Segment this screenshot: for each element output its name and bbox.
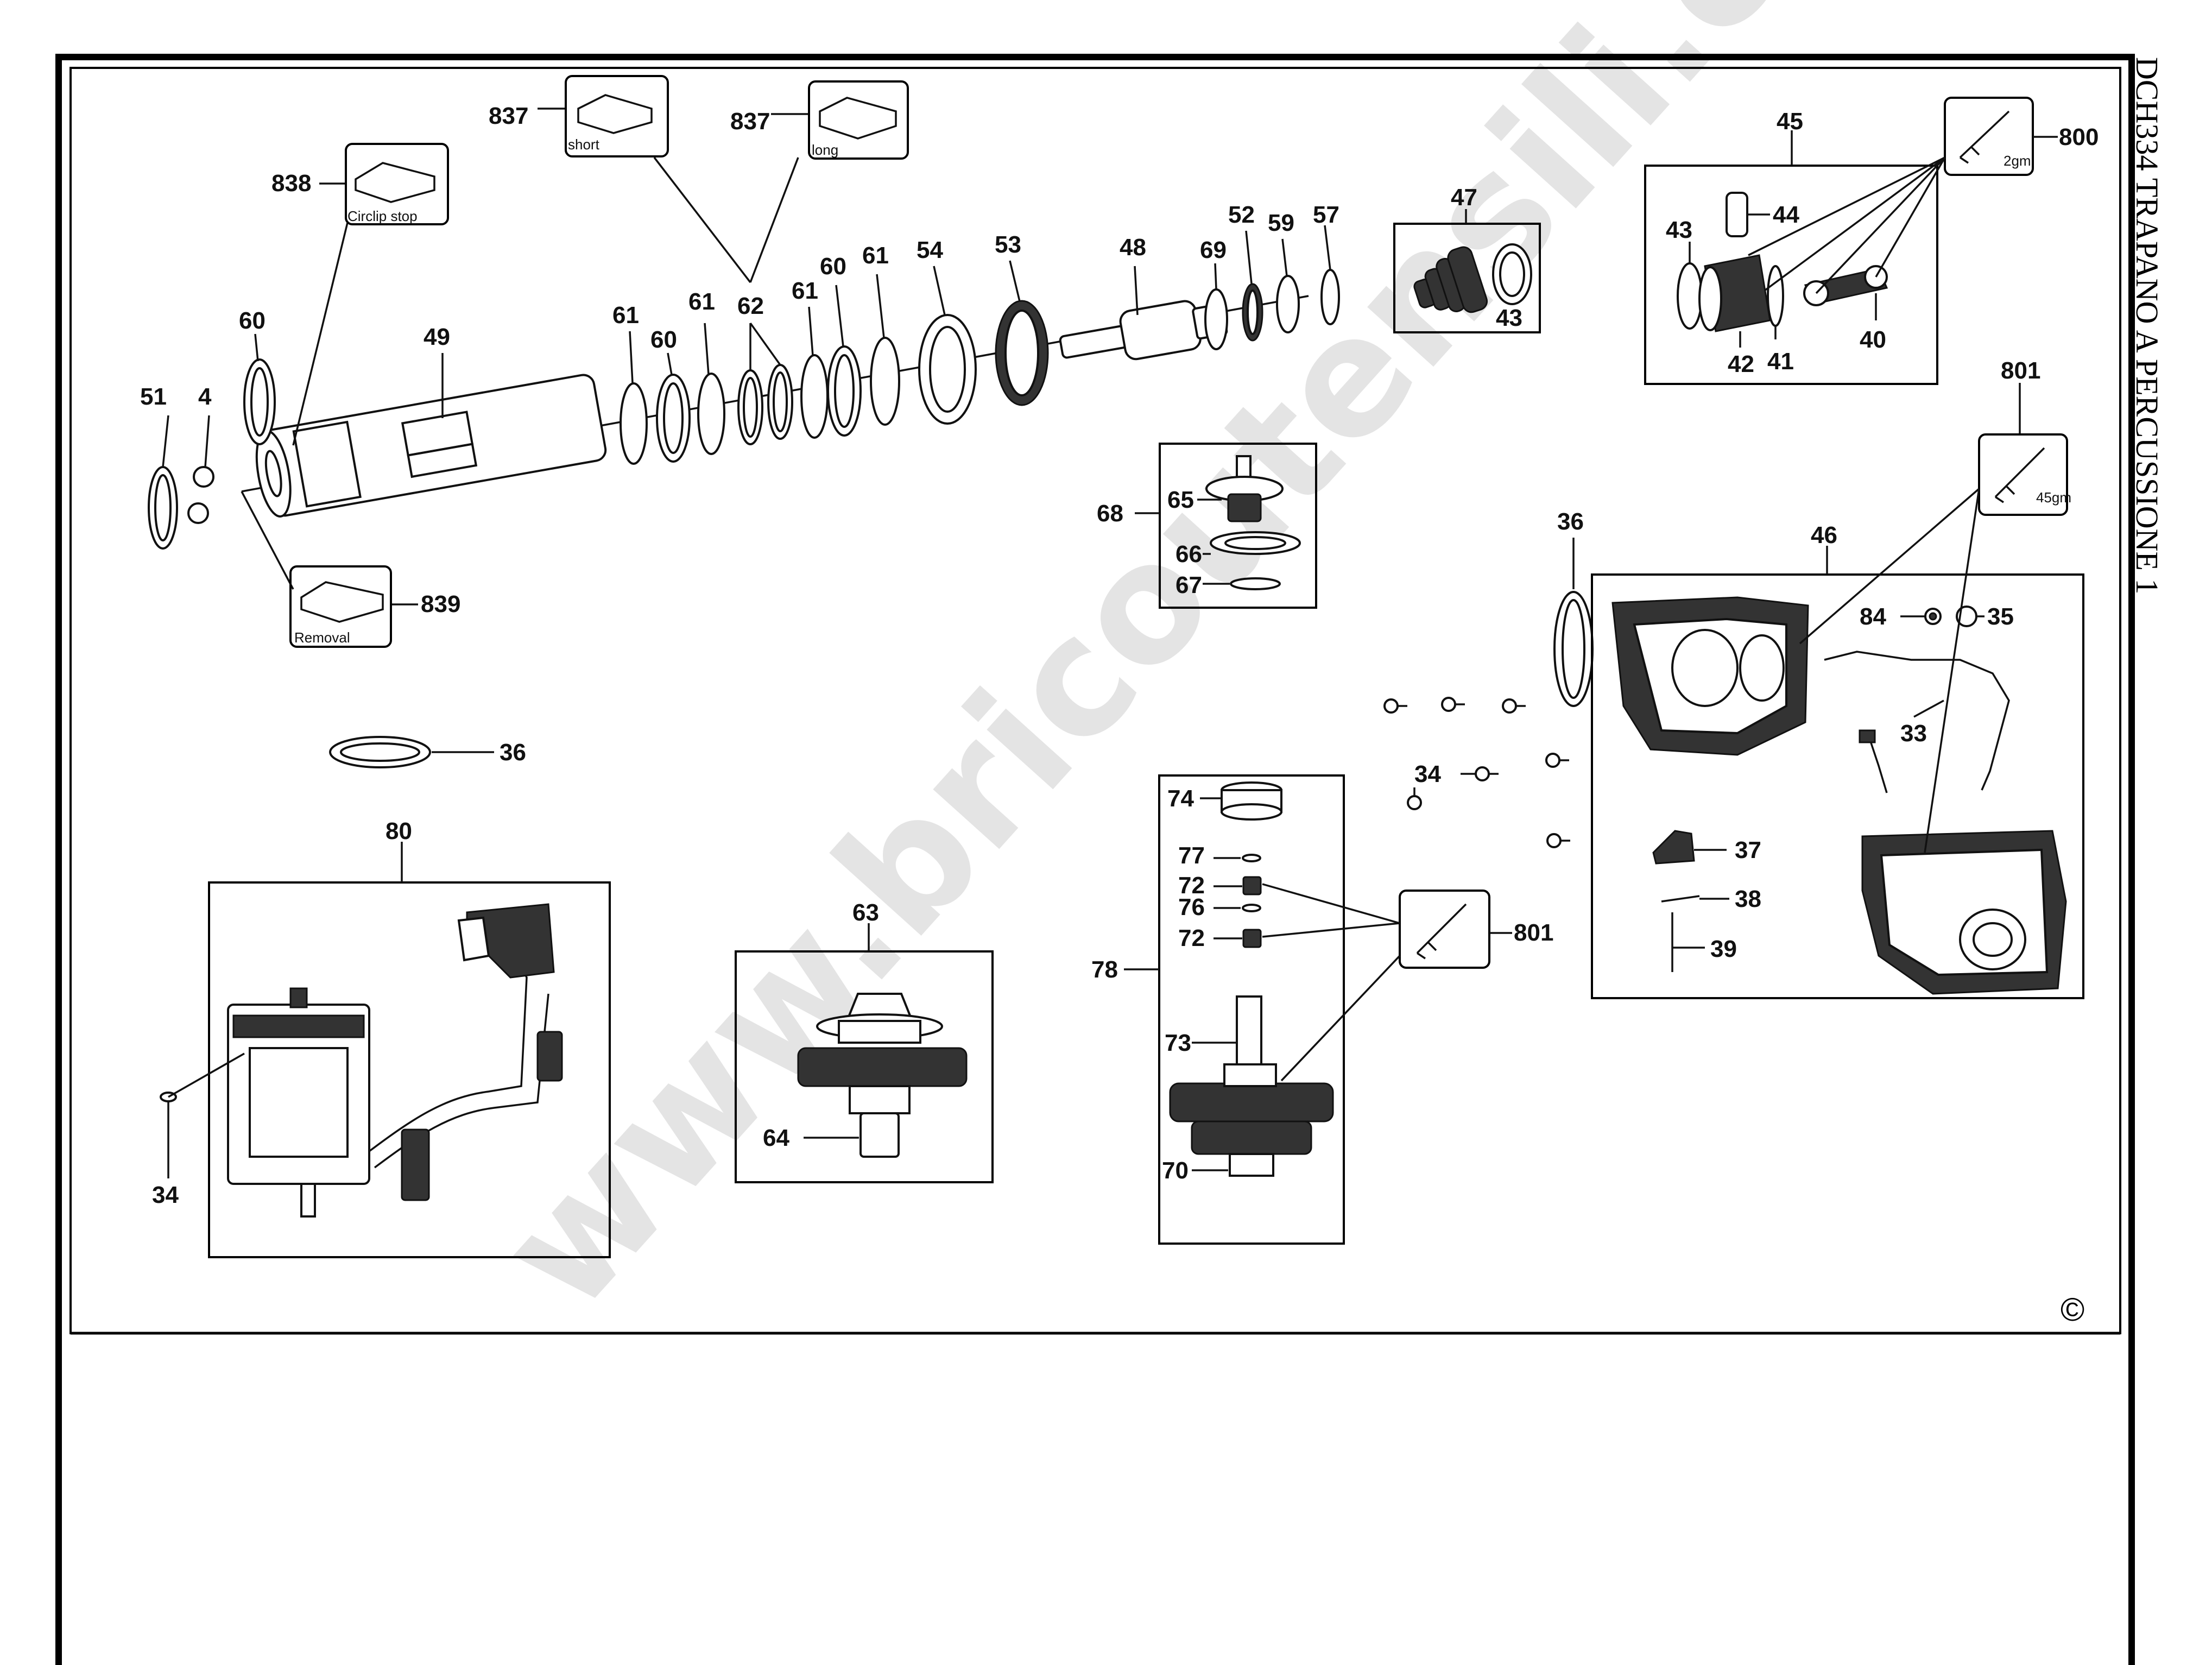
callout-33: 33 <box>1900 720 1927 747</box>
callout-801-lower: 801 <box>1514 919 1553 946</box>
callout-53: 53 <box>995 231 1021 258</box>
callout-61-d: 61 <box>862 242 889 269</box>
ring-61-d <box>870 337 900 426</box>
callout-40: 40 <box>1860 326 1886 353</box>
callout-800: 800 <box>2059 124 2099 150</box>
callout-60-b: 60 <box>650 326 677 353</box>
inset-837-short: short <box>565 75 669 157</box>
spindle-assembly <box>148 269 1340 550</box>
inset-caption: Circlip stop <box>347 208 418 224</box>
callout-65: 65 <box>1167 487 1194 513</box>
inset-801-grease-lower <box>1262 883 1512 1082</box>
callout-69: 69 <box>1200 237 1227 263</box>
side-title: DCH334 TRAPANO A PERCUSSIONE 1 <box>2129 57 2165 594</box>
callout-72-b: 72 <box>1178 925 1205 951</box>
callout-35: 35 <box>1987 603 2014 630</box>
group-68 <box>1135 443 1317 609</box>
callout-64: 64 <box>763 1125 789 1151</box>
callout-67: 67 <box>1175 572 1202 598</box>
inset-caption: Removal <box>294 629 350 646</box>
callout-34-motor: 34 <box>152 1182 179 1208</box>
callout-68: 68 <box>1097 500 1123 527</box>
group-80-motor <box>160 842 611 1258</box>
screws-34 <box>1383 697 1570 848</box>
callout-38: 38 <box>1735 886 1761 912</box>
callout-47: 47 <box>1451 184 1477 211</box>
ring-61-b <box>697 373 725 455</box>
callout-838: 838 <box>271 170 311 197</box>
inset-838-circlip-stop: Circlip stop <box>345 143 449 225</box>
callout-62: 62 <box>737 293 764 319</box>
callout-77: 77 <box>1178 842 1205 869</box>
callout-37: 37 <box>1735 837 1761 863</box>
callout-72-a: 72 <box>1178 872 1205 899</box>
callout-61-a: 61 <box>612 302 639 329</box>
callout-74: 74 <box>1167 785 1194 812</box>
group-46-housing <box>1591 546 2084 999</box>
callout-46: 46 <box>1811 522 1837 548</box>
callout-39: 39 <box>1710 936 1737 962</box>
callout-78: 78 <box>1091 956 1118 983</box>
callout-36-left: 36 <box>500 739 526 766</box>
ring-69 <box>1204 288 1228 350</box>
outer-frame <box>55 54 2135 1665</box>
callout-54: 54 <box>917 237 943 263</box>
callout-839: 839 <box>421 591 460 617</box>
callout-837-long: 837 <box>730 108 770 135</box>
group-63 <box>735 923 994 1183</box>
callout-80: 80 <box>385 818 412 844</box>
callout-36-right: 36 <box>1557 508 1584 535</box>
callout-66: 66 <box>1175 541 1202 567</box>
inset-caption: short <box>568 136 600 153</box>
callout-34-screws: 34 <box>1414 761 1441 787</box>
callout-4: 4 <box>198 383 212 410</box>
callout-63: 63 <box>852 899 879 926</box>
inset-801-grease-upper: 45gm <box>1799 383 2071 853</box>
ring-59 <box>1276 275 1300 333</box>
callout-70: 70 <box>1162 1157 1189 1184</box>
callout-60-a: 60 <box>239 307 266 334</box>
callout-49: 49 <box>424 324 450 350</box>
ball-4 <box>193 466 214 488</box>
inset-caption: long <box>812 142 838 158</box>
callout-45: 45 <box>1777 108 1803 135</box>
ring-61-a <box>620 382 648 465</box>
piston-48 <box>1059 300 1228 361</box>
callout-73: 73 <box>1165 1030 1191 1056</box>
callout-51: 51 <box>140 383 167 410</box>
inset-caption: 2gm <box>2004 153 2031 169</box>
callout-43-a: 43 <box>1496 305 1522 331</box>
callout-76: 76 <box>1178 894 1205 920</box>
spindle-49 <box>255 374 607 518</box>
callout-59: 59 <box>1268 210 1294 236</box>
callout-84: 84 <box>1860 603 1886 630</box>
inset-caption: 45gm <box>2036 489 2071 506</box>
ring-57 <box>1320 269 1340 325</box>
callout-48: 48 <box>1120 234 1146 261</box>
inset-839-removal: Removal <box>289 565 392 648</box>
group-78 <box>1124 774 1345 1245</box>
inset-837-long: long <box>808 80 909 160</box>
callout-42: 42 <box>1728 351 1754 377</box>
callout-43-b: 43 <box>1666 217 1692 243</box>
inset-800-grease: 2gm <box>1748 97 2058 294</box>
spindle-leaders <box>162 108 1331 606</box>
callout-44: 44 <box>1773 201 1799 228</box>
group-45 <box>1644 130 1938 385</box>
callout-57: 57 <box>1313 201 1339 228</box>
callout-61-c: 61 <box>792 278 818 304</box>
callout-41: 41 <box>1767 348 1794 375</box>
callout-837-short: 837 <box>489 103 528 129</box>
callout-801-upper: 801 <box>2001 357 2040 384</box>
group-47 <box>1393 209 1541 333</box>
ring-61-c <box>800 354 829 439</box>
callout-60-c: 60 <box>820 253 846 280</box>
callout-61-b: 61 <box>688 288 715 315</box>
copyright-mark: © <box>2061 1291 2084 1328</box>
callout-52: 52 <box>1228 201 1255 228</box>
